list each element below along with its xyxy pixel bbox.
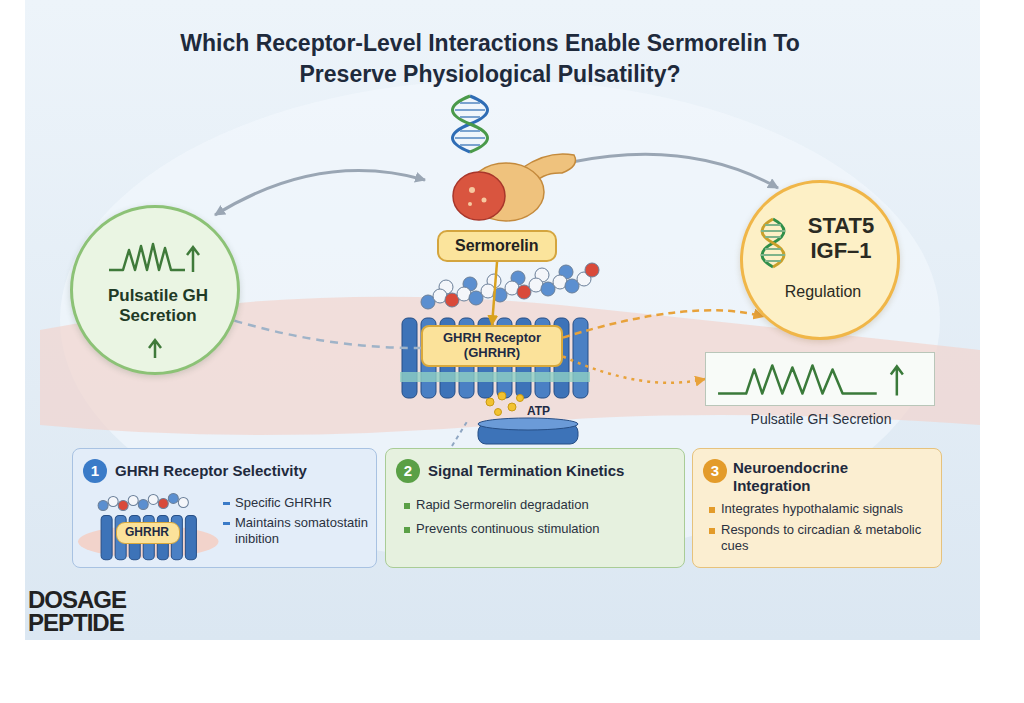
- atp-particles: [486, 392, 524, 416]
- pulsatile-circle: Pulsatile GH Secretion: [70, 205, 240, 375]
- flow-arrows: [215, 171, 425, 215]
- info-panel: 3Neuroendocrine IntegrationIntegrates hy…: [692, 448, 942, 568]
- dna-helix: [453, 96, 488, 152]
- chart-caption: Pulsatile GH Secretion: [706, 411, 936, 427]
- info-panel: 1 GHRH Receptor SelectivitySpecific GHRHR…: [72, 448, 377, 568]
- node-icon: [158, 498, 168, 508]
- bullet-text: Responds to circadian & metabolic cues: [709, 522, 934, 555]
- circle-text: Pulsatile GH Secretion: [98, 286, 218, 327]
- dna-helix: [460, 116, 480, 118]
- connector-arrow: [492, 262, 497, 325]
- receptor-pillars: [400, 318, 590, 398]
- channel-disc: [478, 418, 578, 430]
- bullet-text: Rapid Sermorelin degradation: [404, 497, 674, 513]
- node-icon: [98, 500, 108, 510]
- dna-helix: [453, 96, 488, 152]
- bullet-text: Integrates hypothalamic signals: [709, 501, 934, 517]
- node-icon: [765, 260, 781, 262]
- atp-particles: [508, 403, 516, 411]
- node-icon: [98, 493, 188, 510]
- panel-heading: GHRH Receptor Selectivity: [115, 462, 370, 480]
- receptor-name: GHRH Receptor (GHRHR): [433, 331, 551, 361]
- node-icon: [128, 495, 138, 505]
- node-icon: [185, 516, 196, 560]
- pituitary-gland: [468, 202, 472, 206]
- receptor-pillars: [400, 372, 590, 382]
- bullet-text: Maintains somatostatin inibition: [223, 515, 373, 548]
- receptor-pillars: [402, 318, 417, 398]
- connector-arrow: [563, 310, 763, 337]
- dna-helix: [453, 96, 488, 152]
- node-icon: [101, 516, 196, 560]
- atp-particles: [486, 398, 494, 406]
- node-icon: [109, 244, 185, 270]
- pathway-circle: STAT5 IGF–1Regulation: [740, 180, 900, 340]
- receptor-pillars: [573, 318, 588, 398]
- node-icon: [762, 219, 784, 267]
- dna-helix: [460, 130, 480, 132]
- node-icon: [765, 236, 781, 238]
- channel-disc: [478, 418, 578, 444]
- node-icon: [118, 500, 128, 510]
- node-icon: [891, 366, 903, 395]
- flow-arrows: [572, 154, 778, 188]
- callout-number: 2: [396, 459, 420, 483]
- node-icon: [149, 340, 161, 358]
- node-icon: [761, 230, 785, 232]
- dna-helix: [460, 144, 480, 146]
- callout-number: 1: [83, 459, 107, 483]
- node-icon: [148, 494, 158, 504]
- node-icon: [706, 353, 934, 405]
- node-icon: [762, 219, 784, 267]
- molecule-label: ATP: [527, 404, 550, 418]
- dna-helix: [460, 102, 480, 104]
- node-icon: [187, 247, 199, 272]
- node-icon: [138, 499, 148, 509]
- node-icon: [108, 496, 118, 506]
- pituitary-gland: [453, 172, 505, 220]
- diagram-title: Which Receptor-Level Interactions Enable…: [130, 28, 850, 90]
- info-panel: 2 Signal Termination KineticsRapid Sermor…: [385, 448, 685, 568]
- receptor-tag-text: GHRHR: [125, 525, 169, 539]
- connector-arrow: [234, 321, 421, 349]
- peptide-name: Sermorelin: [455, 237, 539, 255]
- pathway-name: STAT5 IGF–1: [795, 213, 887, 264]
- node-icon: [761, 254, 785, 256]
- atp-particles: [495, 409, 502, 416]
- backdrop: [25, 0, 980, 640]
- receptor-label: GHRH Receptor (GHRHR): [421, 325, 563, 367]
- panel-heading: Signal Termination Kinetics: [428, 462, 678, 480]
- bullet-text: Prevents continuous stimulation: [404, 521, 674, 537]
- backdrop: [25, 0, 980, 640]
- watermark: PEPTIDE: [28, 611, 124, 635]
- pituitary-gland: [482, 198, 487, 203]
- pulse-chart-box: Pulsatile GH Secretion: [705, 352, 935, 406]
- callout-number: 3: [703, 459, 727, 483]
- pituitary-gland: [453, 154, 576, 221]
- atp-particles: [517, 395, 524, 402]
- node-icon: [761, 225, 785, 261]
- pituitary-gland: [469, 187, 475, 193]
- watermark: DOSAGE: [28, 588, 126, 612]
- node-icon: [765, 224, 781, 226]
- node-icon: [765, 248, 781, 250]
- signal-arrow: [452, 420, 468, 446]
- peptide-label: Sermorelin: [437, 230, 557, 262]
- receptor-tag: GHRHR: [116, 522, 180, 544]
- node-icon: [718, 365, 877, 393]
- node-icon: [101, 516, 112, 560]
- pathway-subtitle: Regulation: [753, 283, 893, 301]
- dna-helix: [455, 137, 485, 139]
- node-icon: [168, 493, 178, 503]
- peptide-chain: [585, 263, 599, 277]
- peptide-chain: [421, 263, 599, 309]
- bullet-text: Specific GHRHR: [223, 495, 373, 511]
- atp-particles: [498, 392, 506, 400]
- panel-heading: Neuroendocrine Integration: [733, 459, 883, 495]
- node-icon: [178, 497, 188, 507]
- dna-helix: [455, 103, 485, 145]
- dna-helix: [455, 109, 485, 111]
- connector-arrow: [563, 357, 705, 383]
